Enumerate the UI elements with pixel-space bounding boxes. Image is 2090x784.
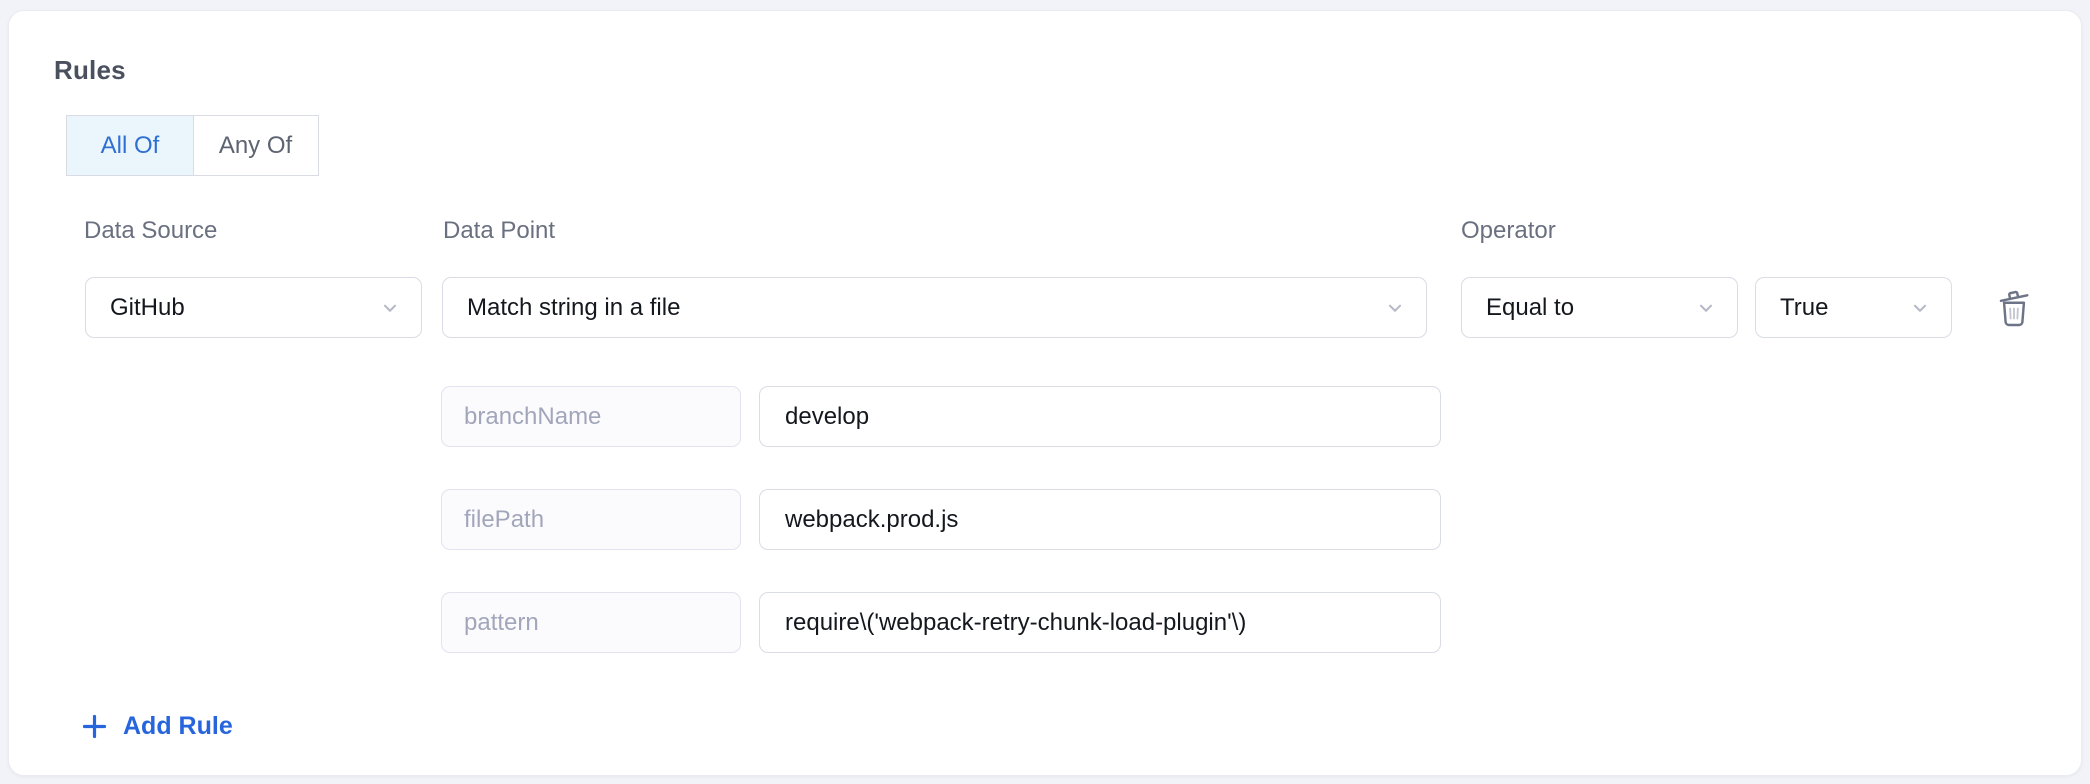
data-point-value: Match string in a file <box>467 293 681 321</box>
param-value-field[interactable] <box>759 592 1441 653</box>
delete-rule-button[interactable] <box>1990 283 2038 333</box>
param-value-field[interactable] <box>759 386 1441 447</box>
data-source-value: GitHub <box>110 293 185 321</box>
operator-value: Equal to <box>1486 293 1575 321</box>
rules-section-title: Rules <box>54 55 126 85</box>
any-of-button[interactable]: Any Of <box>192 115 319 176</box>
operator-label: Operator <box>1461 217 1556 244</box>
data-point-select[interactable]: Match string in a file <box>442 277 1427 338</box>
data-source-label: Data Source <box>84 217 218 244</box>
operator-value-value: True <box>1780 293 1829 321</box>
param-value-field[interactable] <box>759 489 1441 550</box>
trash-icon <box>1999 290 2029 327</box>
param-key-field[interactable] <box>441 592 741 653</box>
chevron-down-icon <box>1699 304 1713 312</box>
all-of-button[interactable]: All Of <box>66 115 194 176</box>
data-source-select[interactable]: GitHub <box>85 277 422 338</box>
chevron-down-icon <box>1388 304 1402 312</box>
chevron-down-icon <box>383 304 397 312</box>
operator-select[interactable]: Equal to <box>1461 277 1738 338</box>
data-point-label: Data Point <box>443 217 556 244</box>
chevron-down-icon <box>1913 304 1927 312</box>
add-rule-label: Add Rule <box>123 711 233 740</box>
rules-card: Rules All Of Any Of Data Source Data Poi… <box>8 10 2082 776</box>
operator-value-select[interactable]: True <box>1755 277 1952 338</box>
plus-icon <box>82 714 107 738</box>
param-key-field[interactable] <box>441 489 741 550</box>
match-mode-toggle: All Of Any Of <box>66 115 319 176</box>
add-rule-button[interactable]: Add Rule <box>81 708 233 744</box>
param-key-field[interactable] <box>441 386 741 447</box>
